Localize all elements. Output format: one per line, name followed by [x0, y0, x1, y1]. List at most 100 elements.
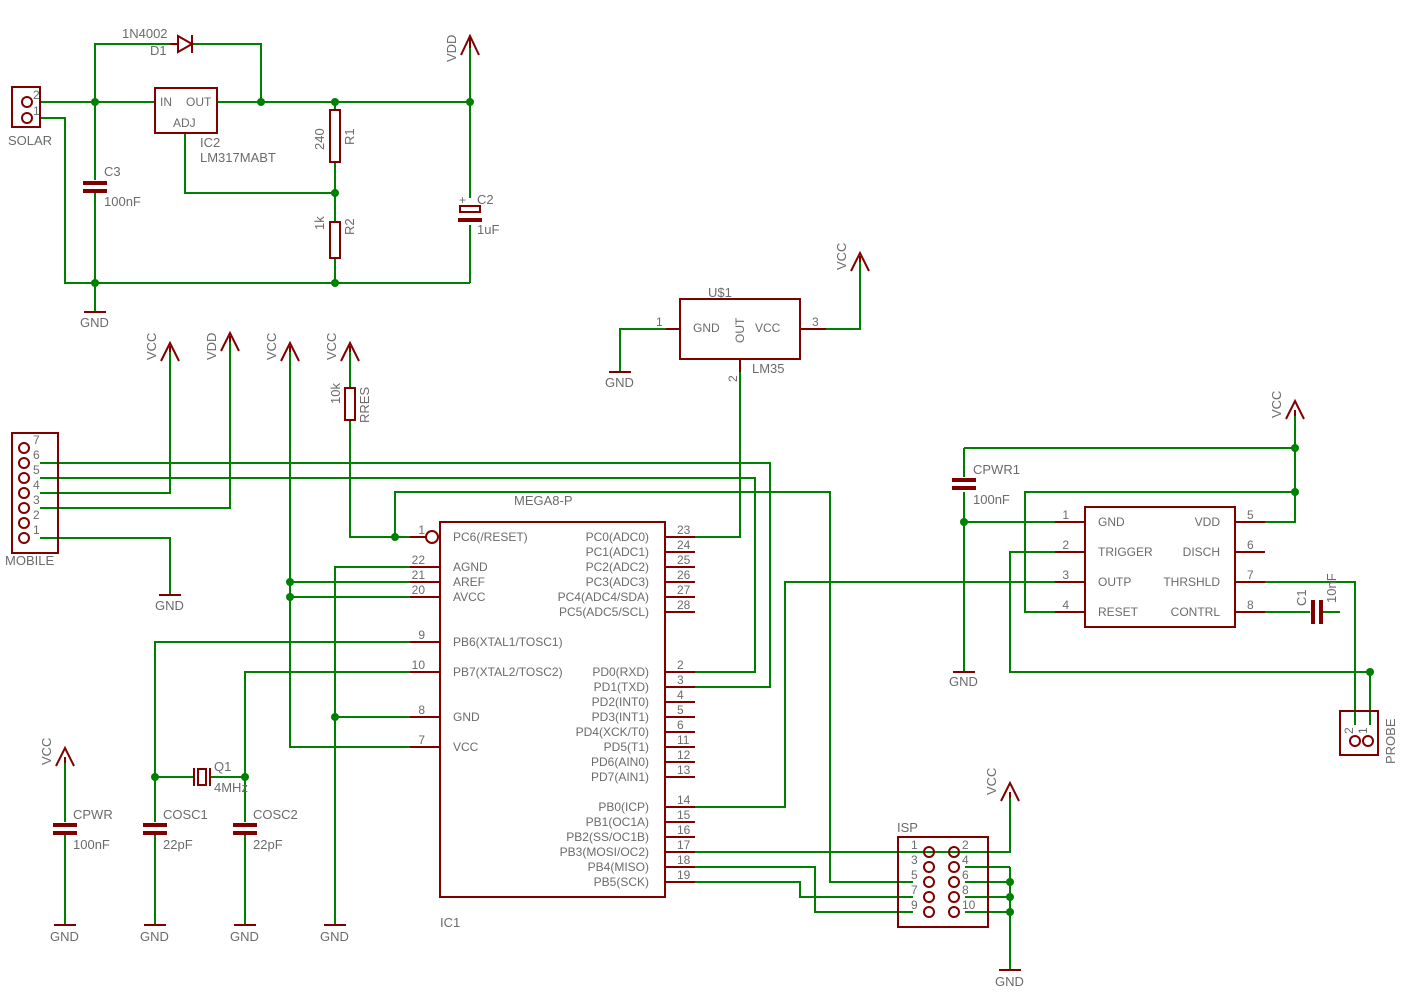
timer-pin-reset: RESET	[1098, 605, 1139, 619]
r2-name: R2	[342, 218, 357, 235]
isp-label: ISP	[897, 820, 918, 835]
wire-pb3	[682, 792, 1011, 853]
ic1-pin-number-9: 9	[418, 628, 425, 642]
vdd-arrow-top	[460, 33, 480, 56]
ic1-pin-pd7-ain1: PD7(AIN1)	[591, 770, 649, 784]
ic1-pin-number-18: 18	[677, 853, 691, 867]
wire-d1-loop	[94, 43, 262, 102]
probe-pin-2: 2	[1342, 727, 1356, 734]
c2-name: C2	[477, 192, 494, 207]
ic1-pin-number-3: 3	[677, 673, 684, 687]
wire-pb5	[682, 881, 913, 898]
timer-pin-vdd: VDD	[1195, 515, 1221, 529]
capacitor-cosc2: COSC2 22pF	[233, 807, 298, 852]
wire-lm35-gnd	[619, 328, 666, 372]
r1-value: 240	[312, 128, 327, 150]
wire-rres	[349, 346, 424, 538]
cpwr-name: CPWR	[73, 807, 113, 822]
mobile-label: MOBILE	[5, 553, 54, 568]
timer-pin-number-4: 4	[1062, 598, 1069, 612]
resistor-rres: 10k RRES	[328, 383, 372, 423]
cpwr1-value: 100nF	[973, 492, 1010, 507]
us1-name: U$1	[708, 285, 732, 300]
rres-name: RRES	[357, 387, 372, 423]
wire-xtal2	[244, 671, 424, 925]
ic1-pin-number-24: 24	[677, 538, 691, 552]
solar-connector: 2 1 SOLAR	[8, 86, 52, 148]
ic2-name: IC2	[200, 135, 220, 150]
ic1-pin-pc1-adc1: PC1(ADC1)	[586, 545, 649, 559]
wire-agnd	[334, 566, 424, 925]
us1-pin-vcc: VCC	[755, 321, 781, 335]
ic1-pin-gnd: GND	[453, 710, 480, 724]
cpwr-value: 100nF	[73, 837, 110, 852]
isp-pin-3: 3	[911, 853, 918, 867]
cosc2-value: 22pF	[253, 837, 283, 852]
timer-pin-number-8: 8	[1247, 598, 1254, 612]
wire-vcc-right	[964, 410, 1296, 449]
ic1-pin-number-14: 14	[677, 793, 691, 807]
mobile-pin-1: 1	[33, 523, 40, 537]
mobile-pin-2: 2	[33, 508, 40, 522]
ic1-pin-number-12: 12	[677, 748, 691, 762]
isp-pin-4: 4	[962, 853, 969, 867]
cpwr1-name: CPWR1	[973, 462, 1020, 477]
vdd-arrow-mobile	[220, 330, 240, 352]
reset-inversion-bubble	[425, 530, 439, 544]
r2-value: 1k	[312, 216, 327, 230]
capacitor-c1: C1 10nF	[1294, 573, 1339, 624]
isp-pin-10: 10	[962, 898, 976, 912]
probe-label: PROBE	[1383, 718, 1398, 764]
wire-mosi	[394, 491, 913, 883]
ic1-pin-number-1: 1	[418, 523, 425, 537]
ic1-pin-number-26: 26	[677, 568, 691, 582]
wire-lm35-out	[682, 372, 741, 538]
wire-vdd-rail	[217, 48, 471, 103]
label-gnd-cosc1: GND	[140, 929, 169, 944]
label-gnd-timer: GND	[949, 674, 978, 689]
label-vcc-lm35: VCC	[834, 243, 849, 270]
capacitor-c3: C3 100nF	[83, 164, 141, 209]
crystal-q1: Q1 4MHz	[193, 759, 248, 795]
ic1-pin-pb4-miso: PB4(MISO)	[588, 860, 649, 874]
label-gnd-mobile: GND	[155, 598, 184, 613]
ic1-pin-number-25: 25	[677, 553, 691, 567]
ic1-pin-pd4-xck-t0: PD4(XCK/T0)	[576, 725, 649, 739]
wire-mob-5	[40, 477, 756, 673]
cosc2-name: COSC2	[253, 807, 298, 822]
d1-name: D1	[150, 43, 167, 58]
isp-pin-9: 9	[911, 898, 918, 912]
timer-pin-disch: DISCH	[1183, 545, 1220, 559]
c1-name: C1	[1294, 589, 1309, 606]
ic1-pin-pb3-mosi-oc2: PB3(MOSI/OC2)	[560, 845, 649, 859]
ic1-pin-pb6-xtal1-tosc1: PB6(XTAL1/TOSC1)	[453, 635, 563, 649]
timer-pin-thrshld: THRSHLD	[1163, 575, 1220, 589]
ic1-pin-number-2: 2	[677, 658, 684, 672]
ic1-pin-number-4: 4	[677, 688, 684, 702]
mobile-pin-4: 4	[33, 478, 40, 492]
diode-d1: 1N4002 D1	[122, 26, 195, 58]
timer-pin-number-2: 2	[1062, 538, 1069, 552]
wire-timer-thr	[1240, 581, 1356, 725]
ic1-pin-pb1-oc1a: PB1(OC1A)	[586, 815, 649, 829]
q1-value: 4MHz	[214, 780, 248, 795]
c3-name: C3	[104, 164, 121, 179]
supply-labels: VDD VCC VCC VDD VCC VCC VCC VCC VCC GND …	[39, 35, 1284, 989]
vcc-arrow-rres	[340, 340, 360, 362]
us1-pnum-out: 2	[726, 375, 740, 382]
label-gnd-cosc2: GND	[230, 929, 259, 944]
ic1-pin-number-6: 6	[677, 718, 684, 732]
timer-pin-trigger: TRIGGER	[1098, 545, 1153, 559]
ic1-pin-avcc: AVCC	[453, 590, 486, 604]
vcc-arrow-mobile	[160, 340, 180, 362]
ic1-pin-pc6-reset: PC6(/RESET)	[453, 530, 528, 544]
solar-pin-2: 2	[33, 88, 40, 102]
d1-value: 1N4002	[122, 26, 168, 41]
ic1-pin-number-5: 5	[677, 703, 684, 717]
ic1-pin-pd1-txd: PD1(TXD)	[594, 680, 649, 694]
ic1-pin-number-15: 15	[677, 808, 691, 822]
cosc1-value: 22pF	[163, 837, 193, 852]
vcc-arrow-isp	[1000, 780, 1020, 802]
ic1-pin-pc3-adc3: PC3(ADC3)	[586, 575, 649, 589]
